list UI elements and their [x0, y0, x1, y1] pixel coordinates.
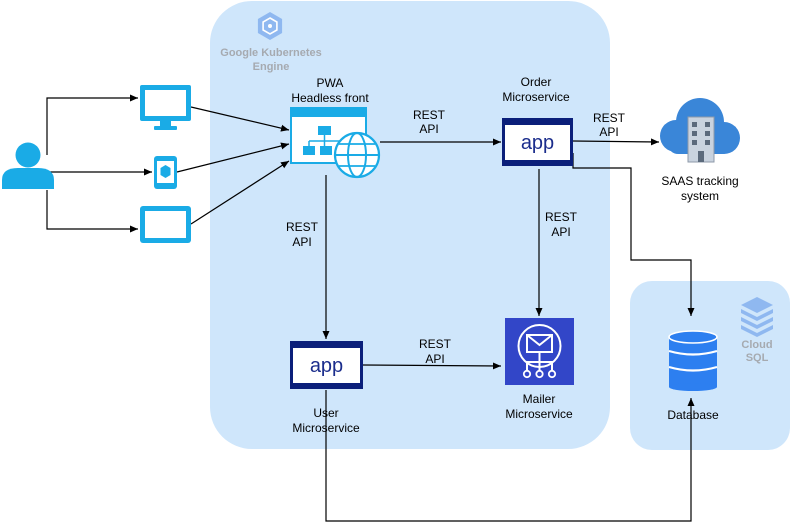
mobile-phone-icon[interactable]: [154, 156, 177, 189]
desktop-monitor-icon[interactable]: [140, 85, 191, 130]
user-microservice-app-box[interactable]: app: [290, 341, 363, 389]
edge-label-user-mailer-line2: API: [425, 352, 444, 366]
cloud-building-icon[interactable]: [660, 98, 740, 163]
edge-desktop-pwa: [190, 106, 290, 132]
user-ms-label-line2: Microservice: [292, 421, 360, 435]
order-label-line2: Microservice: [502, 90, 570, 104]
kubernetes-hexagon-icon: [257, 12, 283, 40]
edge-label-order-saas-line1: REST: [593, 111, 626, 125]
user-icon[interactable]: [2, 142, 54, 190]
database-cylinder-icon[interactable]: [668, 330, 718, 391]
edge-label-pwa-order-line2: API: [419, 122, 438, 136]
edge-label-pwa-order-line1: REST: [413, 108, 446, 122]
cloud-sql-label-line2: SQL: [746, 352, 769, 364]
tablet-icon[interactable]: [140, 206, 191, 243]
edge-user-tablet: [46, 190, 138, 233]
mailer-label-line2: Microservice: [505, 407, 573, 421]
gke-group-label-line2: Engine: [253, 61, 290, 73]
edge-label-order-mailer-line2: API: [551, 225, 570, 239]
edge-mobile-pwa: [176, 142, 290, 173]
web-app-globe-icon[interactable]: [290, 107, 381, 179]
cloud-sql-icon: [741, 297, 773, 337]
order-microservice-app-box[interactable]: app: [502, 118, 573, 166]
saas-label-line2: system: [681, 189, 719, 203]
user-ms-label-line1: User: [313, 406, 338, 420]
edge-label-pwa-user-line2: API: [292, 235, 311, 249]
edge-label-order-mailer-line1: REST: [545, 210, 578, 224]
edge-label-user-mailer-line1: REST: [419, 337, 452, 351]
mailer-label-line1: Mailer: [523, 392, 556, 406]
edge-tablet-pwa: [190, 160, 290, 225]
edge-label-order-saas-line2: API: [599, 125, 618, 139]
saas-label-line1: SAAS tracking: [661, 174, 738, 188]
edge-user-database: [325, 390, 695, 522]
order-label-line1: Order: [521, 75, 552, 89]
mail-envelope-icon[interactable]: [505, 318, 574, 385]
pwa-label-line1: PWA: [317, 76, 344, 90]
edge-user-mailer: [362, 362, 502, 370]
edge-order-saas: [572, 138, 660, 146]
pwa-label-line2: Headless front: [291, 91, 369, 105]
gke-group-label-line1: Google Kubernetes: [220, 47, 321, 59]
user-ms-app-text: app: [310, 355, 343, 377]
order-app-text: app: [521, 132, 554, 154]
edge-user-desktop: [46, 94, 138, 155]
database-label: Database: [667, 408, 719, 422]
edge-label-pwa-user-line1: REST: [286, 220, 319, 234]
cloud-sql-label-line1: Cloud: [741, 339, 772, 351]
connectors: [46, 94, 695, 522]
